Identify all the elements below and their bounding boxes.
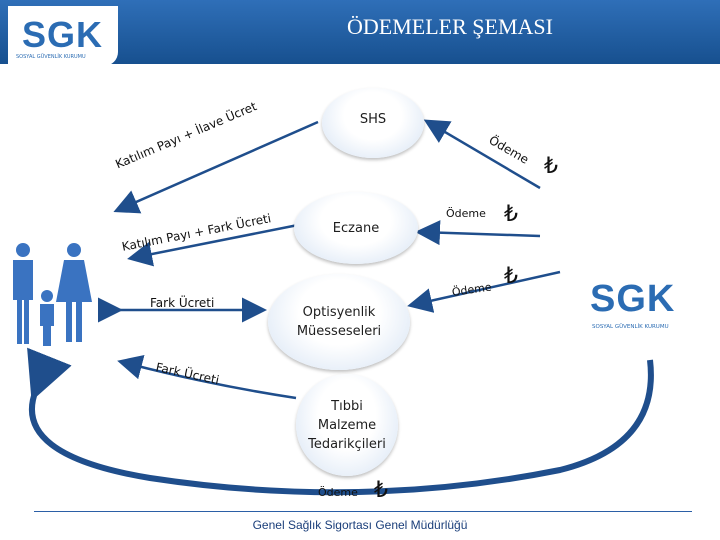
arrow-sgk-to-shs [423, 119, 541, 190]
node-eczane: Eczane [294, 192, 418, 264]
label-odeme-eczane: Ödeme [446, 207, 486, 220]
arrow-sgk-to-eczane [415, 220, 541, 246]
node-shs: SHS [322, 88, 424, 158]
arrow-sgk-to-optisyenlik [407, 270, 561, 313]
arrow-tibbi-to-family [117, 354, 297, 400]
node-tibbi-label: Tıbbi Malzeme Tedarikçileri [308, 398, 386, 452]
node-eczane-label: Eczane [332, 220, 380, 236]
node-optisyenlik: Optisyenlik Müesseseleri [268, 274, 410, 370]
footer-divider [34, 511, 692, 512]
arrow-eczane-to-family [127, 223, 299, 267]
arrow-shs-to-family [113, 120, 319, 214]
label-odeme-bottom: Ödeme [318, 486, 358, 499]
lira-icon-shs: ₺ [544, 154, 558, 179]
family-icon [13, 243, 92, 346]
node-optisyenlik-label: Optisyenlik Müesseseleri [296, 305, 382, 339]
lira-icon-optisyen: ₺ [504, 264, 518, 289]
logo-right-text: SGK [590, 278, 676, 320]
arrow-sgk-to-tibbi [27, 347, 654, 496]
page-title: ÖDEMELER ŞEMASI [347, 14, 553, 39]
logo-right-subtitle: SOSYAL GÜVENLİK KURUMU [592, 324, 669, 330]
footer-text: Genel Sağlık Sigortası Genel Müdürlüğü [252, 518, 468, 532]
lira-icon-eczane: ₺ [504, 202, 518, 227]
node-shs-label: SHS [359, 112, 387, 127]
sgk-logo-top: SGK SOSYAL GÜVENLİK KURUMU [8, 6, 118, 66]
label-fark-ucreti: Fark Ücreti [150, 296, 215, 310]
sgk-logo-right: SGK SOSYAL GÜVENLİK KURUMU [574, 268, 686, 336]
node-tibbi-malzeme: Tıbbi Malzeme Tedarikçileri [296, 374, 398, 476]
logo-text: SGK [22, 14, 104, 55]
header-bar: ÖDEMELER ŞEMASI [0, 0, 720, 64]
lira-icon-bottom: ₺ [374, 478, 388, 503]
logo-subtitle: SOSYAL GÜVENLİK KURUMU [16, 54, 86, 60]
